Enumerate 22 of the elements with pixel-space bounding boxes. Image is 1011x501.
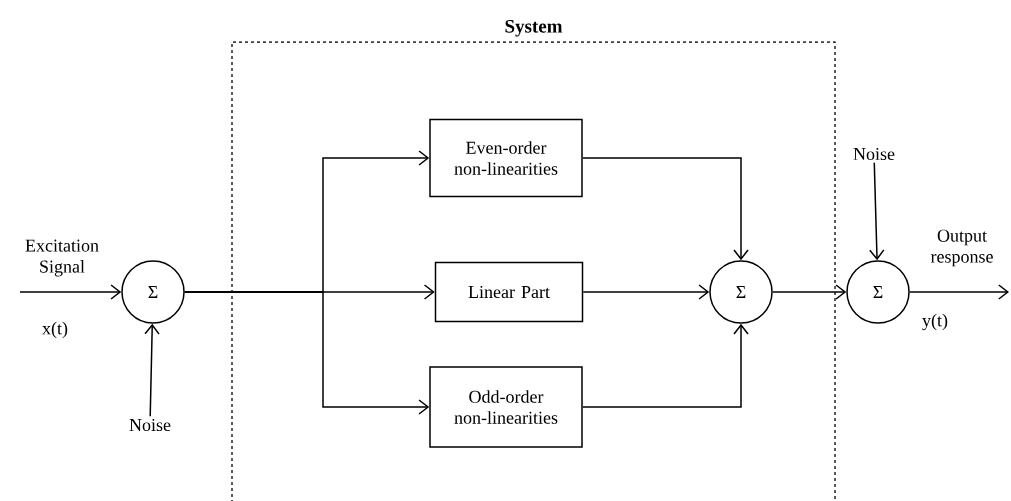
process-box: Even-order non-linearities	[429, 118, 583, 198]
node-label: System	[505, 19, 563, 37]
process-box: Odd-order non-linearities	[429, 366, 583, 448]
input-label: Noise	[129, 418, 171, 432]
arrow	[909, 284, 1009, 300]
edge-label: Excitation Signal	[25, 239, 99, 277]
arrow	[582, 157, 749, 261]
arrow	[582, 323, 749, 408]
input-label: Noise	[853, 147, 895, 161]
arrow	[772, 284, 847, 300]
arrow	[184, 291, 430, 415]
process-box: Linear Part	[434, 261, 584, 323]
summing-junction: Σ	[846, 260, 910, 324]
arrow	[869, 162, 885, 261]
signal-label: y(t)	[922, 313, 948, 331]
summing-junction: Σ	[121, 260, 185, 324]
arrow	[582, 284, 710, 300]
arrow	[144, 323, 160, 417]
signal-label: x(t)	[42, 321, 68, 339]
arrow	[19, 284, 122, 300]
edge-label: Output response	[930, 229, 993, 267]
summing-junction: Σ	[709, 260, 773, 324]
